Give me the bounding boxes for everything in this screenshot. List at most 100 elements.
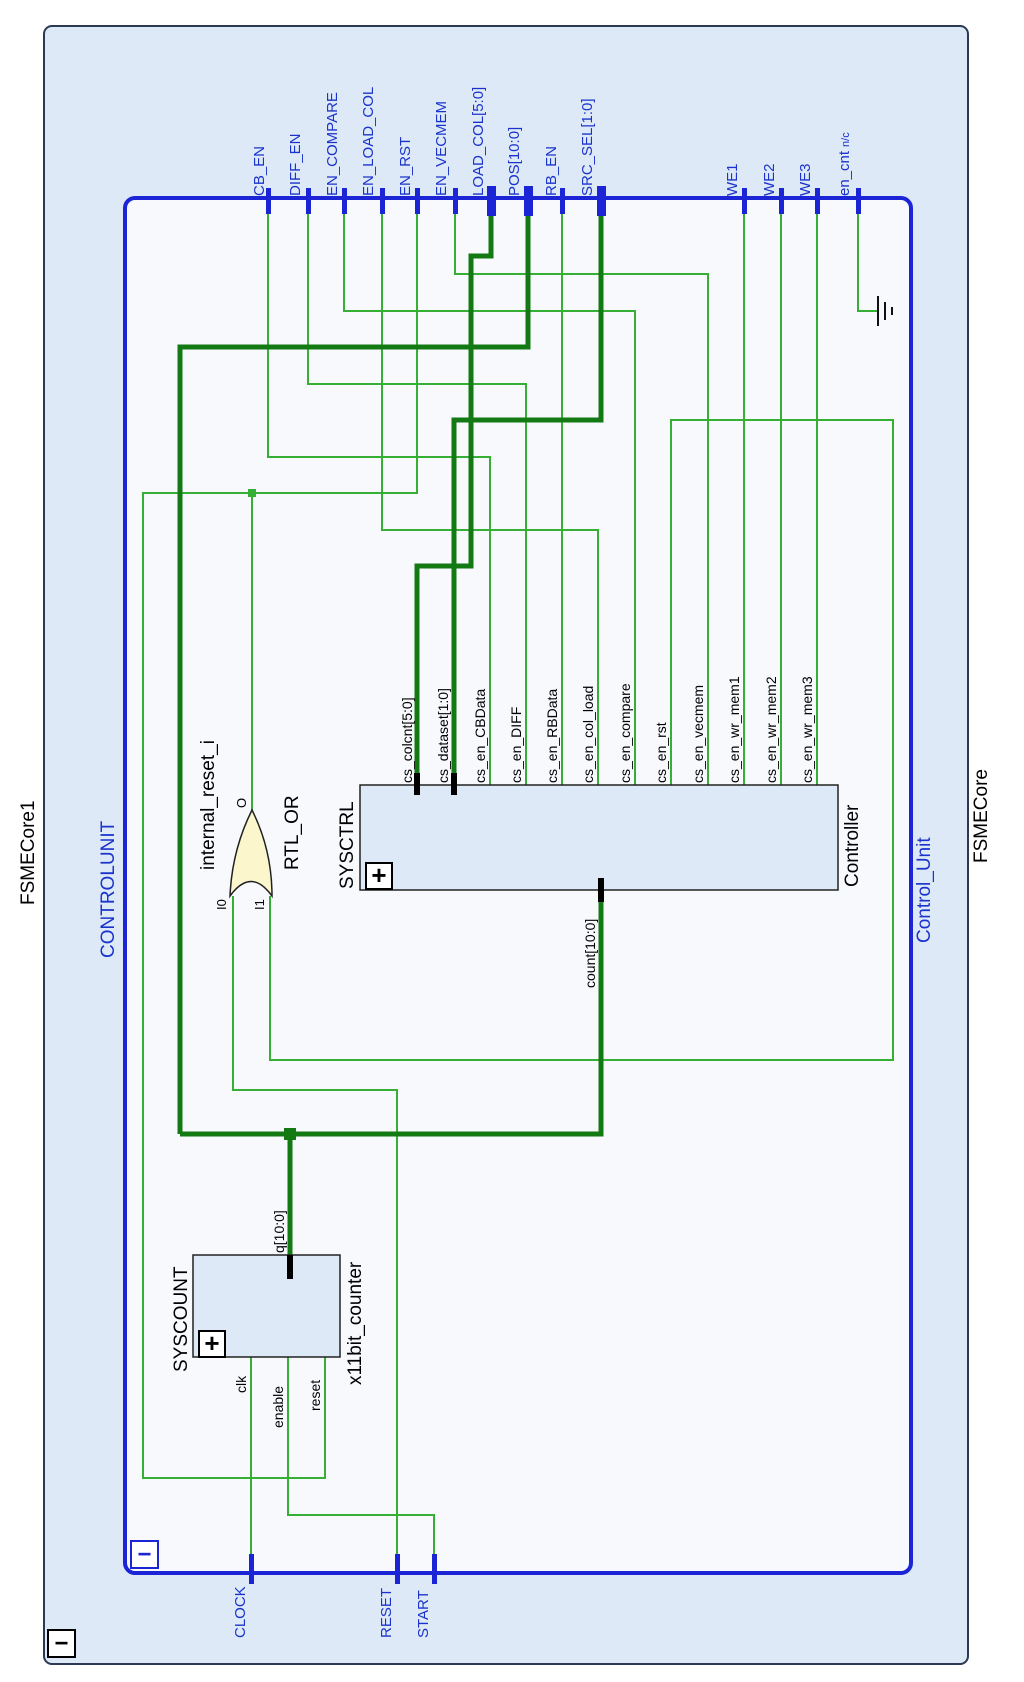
output-port-en-load-col[interactable]: EN_LOAD_COL xyxy=(360,87,385,214)
bus-count[interactable] xyxy=(180,890,604,1137)
port-label-we2: WE2 xyxy=(761,163,778,196)
output-port-en-compare[interactable]: EN_COMPARE xyxy=(324,92,347,214)
input-port-start[interactable]: START xyxy=(415,1554,437,1638)
wire-start[interactable] xyxy=(287,1357,435,1568)
output-port-rb-en[interactable]: RB_EN xyxy=(543,146,565,214)
port-label-load-col: LOAD_COL[5:0] xyxy=(470,87,487,196)
wire-cs-en-rst[interactable] xyxy=(269,419,894,1061)
signal-wires xyxy=(142,198,894,1568)
port-label-en-compare: EN_COMPARE xyxy=(324,92,341,196)
sysctrl-expand-button[interactable]: + xyxy=(365,860,393,890)
output-port-pos[interactable]: POS[10:0] xyxy=(506,127,533,216)
or-gate[interactable]: internal_reset_i RTL_OR I0 I1 O xyxy=(198,740,303,910)
wire-diff-en[interactable] xyxy=(307,198,527,785)
input-port-clock[interactable]: CLOCK xyxy=(232,1554,254,1638)
output-port-en-cnt[interactable]: en_cntn/c xyxy=(836,132,861,214)
outer-module-type: FSMECore xyxy=(971,769,992,863)
outer-collapse-glyph: − xyxy=(54,1630,68,1657)
sysctrl-port-en-wr-mem1: cs_en_wr_mem1 xyxy=(726,676,742,783)
control-unit-type-name: Control_Unit xyxy=(914,837,935,943)
sysctrl-module-name: Controller xyxy=(842,804,863,887)
sysctrl-port-en-rst: cs_en_rst xyxy=(653,722,669,783)
port-label-diff-en: DIFF_EN xyxy=(287,133,304,196)
wire-en-load-col[interactable] xyxy=(381,198,599,785)
unit-collapse-glyph: − xyxy=(137,1541,151,1568)
syscount-port-q: q[10:0] xyxy=(271,1210,287,1253)
bus-wires xyxy=(177,198,604,1255)
sysctrl-port-colcnt: cs_colcnt[5:0] xyxy=(399,697,415,783)
output-ports: CB_EN DIFF_EN EN_COMPARE EN_LOAD_COL EN_… xyxy=(251,87,861,216)
or-gate-pin-i1: I1 xyxy=(252,899,267,910)
or-gate-pin-i0: I0 xyxy=(214,899,229,910)
or-gate-instance-name: internal_reset_i xyxy=(198,740,219,870)
sysctrl-port-en-diff: cs_en_DIFF xyxy=(508,707,524,783)
port-label-pos: POS[10:0] xyxy=(506,127,523,196)
junction-count-bus xyxy=(284,1128,296,1140)
bus-src-sel[interactable] xyxy=(451,198,604,785)
ground-symbol xyxy=(877,296,893,326)
port-label-en-vecmem: EN_VECMEM xyxy=(433,101,450,196)
outer-instance-name: FSMECore1 xyxy=(18,800,39,905)
output-port-load-col[interactable]: LOAD_COL[5:0] xyxy=(470,87,496,216)
or-gate-symbol xyxy=(229,808,273,899)
output-port-en-rst[interactable]: EN_RST xyxy=(397,137,420,214)
bus-load-col[interactable] xyxy=(414,198,494,785)
syscount-port-enable: enable xyxy=(270,1386,286,1428)
output-port-en-vecmem[interactable]: EN_VECMEM xyxy=(433,101,458,214)
port-label-src-sel: SRC_SEL[1:0] xyxy=(579,98,596,196)
port-label-we1: WE1 xyxy=(724,163,741,196)
sysctrl-port-count: count[10:0] xyxy=(582,919,598,988)
sysctrl-count-pin xyxy=(598,878,604,902)
port-label-en-cnt: en_cntn/c xyxy=(836,132,853,196)
syscount-instance-name: SYSCOUNT xyxy=(171,1266,192,1372)
port-label-clock: CLOCK xyxy=(232,1586,249,1638)
output-port-diff-en[interactable]: DIFF_EN xyxy=(287,133,311,214)
sysctrl-output-labels: cs_colcnt[5:0] cs_dataset[1:0] cs_en_CBD… xyxy=(399,676,815,783)
port-label-cb-en: CB_EN xyxy=(251,146,268,196)
sysctrl-expand-glyph: + xyxy=(371,860,386,890)
output-port-src-sel[interactable]: SRC_SEL[1:0] xyxy=(579,98,606,216)
wire-en-compare[interactable] xyxy=(343,198,636,785)
or-gate-pin-o: O xyxy=(234,798,249,808)
wire-en-cnt-nc[interactable] xyxy=(857,198,878,312)
input-ports: CLOCK RESET START xyxy=(232,1554,437,1638)
port-label-rb-en: RB_EN xyxy=(543,146,560,196)
sysctrl-port-en-wr-mem2: cs_en_wr_mem2 xyxy=(763,676,779,783)
or-gate-type-name: RTL_OR xyxy=(282,795,303,870)
syscount-q-pin xyxy=(287,1255,293,1279)
syscount-expand-glyph: + xyxy=(204,1328,219,1358)
port-label-en-load-col: EN_LOAD_COL xyxy=(360,87,377,196)
sysctrl-dataset-pin xyxy=(451,773,457,795)
sysctrl-port-en-rbdata: cs_en_RBData xyxy=(544,689,560,783)
junction-internal-reset xyxy=(248,489,256,497)
output-port-we1[interactable]: WE1 xyxy=(724,163,747,214)
syscount-block[interactable]: + SYSCOUNT x11bit_counter clk enable res… xyxy=(171,1210,366,1428)
sysctrl-port-en-col-load: cs_en_col_load xyxy=(580,686,596,783)
port-label-en-rst: EN_RST xyxy=(397,137,414,196)
input-port-reset[interactable]: RESET xyxy=(378,1554,400,1638)
wire-reset[interactable] xyxy=(232,896,398,1568)
sysctrl-port-en-wr-mem3: cs_en_wr_mem3 xyxy=(799,676,815,783)
sysctrl-port-en-cbdata: cs_en_CBData xyxy=(472,689,488,783)
wire-en-vecmem[interactable] xyxy=(454,198,709,785)
port-label-start: START xyxy=(415,1590,432,1638)
port-label-reset: RESET xyxy=(378,1588,395,1638)
output-port-we3[interactable]: WE3 xyxy=(797,163,820,214)
port-label-we3: WE3 xyxy=(797,163,814,196)
bus-pos[interactable] xyxy=(177,198,531,1134)
output-port-we2[interactable]: WE2 xyxy=(761,163,784,214)
syscount-expand-button[interactable]: + xyxy=(198,1328,226,1358)
wire-cb-en[interactable] xyxy=(267,198,491,785)
sysctrl-port-en-compare: cs_en_compare xyxy=(617,683,633,783)
sysctrl-colcnt-pin xyxy=(414,773,420,795)
syscount-port-reset: reset xyxy=(307,1380,323,1411)
sysctrl-instance-name: SYSCTRL xyxy=(337,801,358,889)
outer-collapse-button[interactable]: − xyxy=(47,1629,76,1658)
syscount-port-clk: clk xyxy=(233,1375,249,1393)
syscount-module-name: x11bit_counter xyxy=(345,1261,366,1385)
unit-collapse-button[interactable]: − xyxy=(130,1540,159,1569)
sysctrl-port-en-vecmem: cs_en_vecmem xyxy=(690,685,706,783)
output-port-cb-en[interactable]: CB_EN xyxy=(251,146,271,214)
sysctrl-block[interactable]: + SYSCTRL Controller count[10:0] cs_colc… xyxy=(337,676,863,988)
